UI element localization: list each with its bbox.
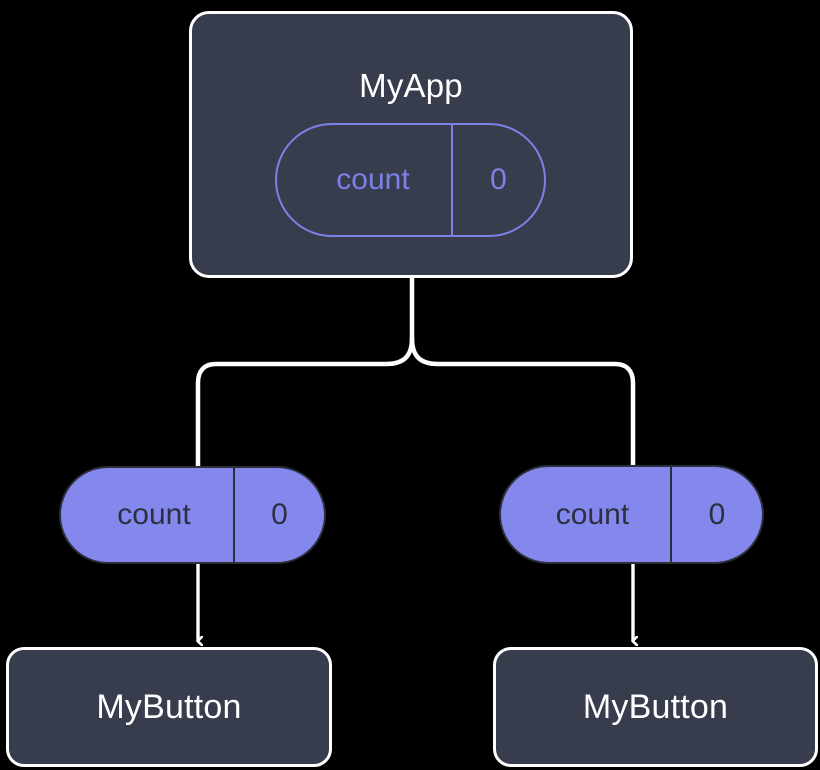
state-key-label: count	[501, 467, 672, 562]
state-value-label: 0	[490, 163, 507, 196]
component-node-mybutton-left[interactable]: MyButton	[6, 647, 332, 767]
edge-root-to-right-state	[409, 335, 636, 468]
component-title-myapp: MyApp	[359, 67, 463, 104]
state-pill-myapp-count[interactable]: count 0	[275, 123, 546, 237]
state-pill-left-count[interactable]: count 0	[59, 466, 326, 564]
component-node-mybutton-right[interactable]: MyButton	[493, 647, 818, 767]
component-title-mybutton: MyButton	[96, 688, 242, 726]
state-value-label: 0	[708, 497, 726, 531]
state-pill-right-count[interactable]: count 0	[499, 465, 764, 564]
state-key-label: count	[61, 468, 235, 562]
edge-root-to-left-state	[195, 335, 415, 469]
state-key-label: count	[277, 125, 453, 235]
state-value-label: 0	[271, 498, 288, 531]
component-title-mybutton: MyButton	[582, 688, 729, 726]
